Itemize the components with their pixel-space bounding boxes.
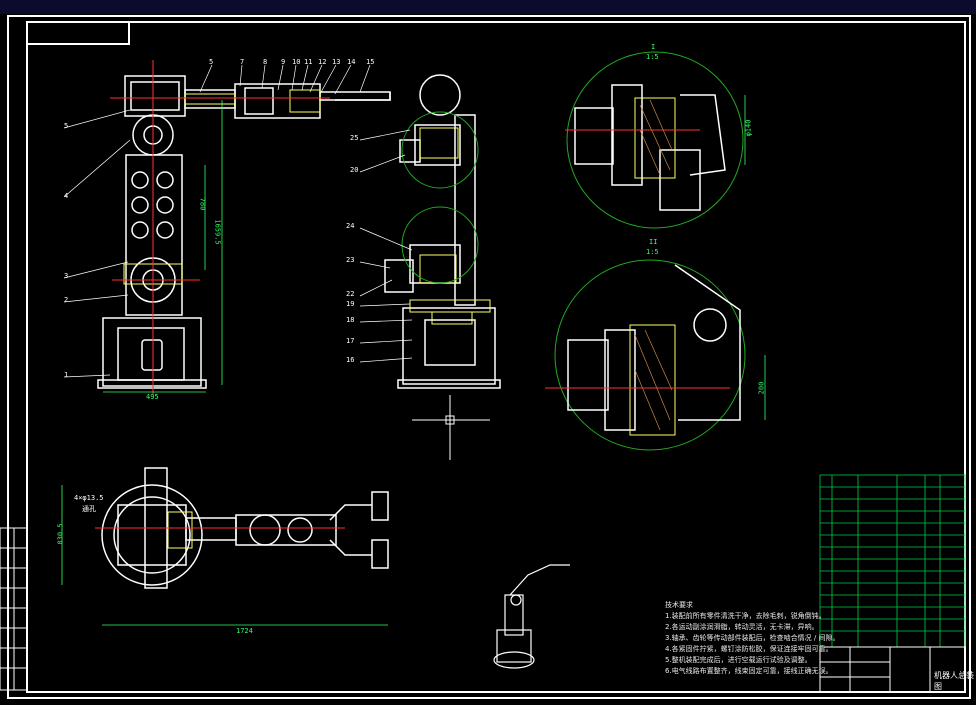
part-label-top: 10 bbox=[292, 58, 301, 66]
part-label-mid: 22 bbox=[346, 290, 355, 298]
part-label-mid: 16 bbox=[346, 356, 355, 364]
leader-lines-top bbox=[199, 64, 371, 95]
sheet-inner-border bbox=[26, 21, 966, 693]
sheet-outer-border bbox=[7, 15, 971, 699]
tech-note: 1.装配前所有零件清洗干净，去除毛刺，锐角倒钝。 bbox=[665, 612, 826, 620]
leader-lines-left bbox=[63, 109, 131, 378]
tech-note: 6.电气线路布置整齐，线束固定可靠，接线正确无误。 bbox=[665, 667, 833, 675]
leader-lines-mid bbox=[359, 129, 413, 363]
part-label-5: 5 bbox=[64, 122, 69, 130]
title-block-name: 机器人总装图 bbox=[934, 671, 974, 691]
dimension-base-width: 495 bbox=[146, 393, 159, 401]
front-view-centerlines bbox=[110, 60, 330, 395]
side-view-accents bbox=[409, 127, 491, 325]
dimension-height-total: 1659.5 bbox=[213, 219, 222, 245]
part-label-top: 14 bbox=[347, 58, 356, 66]
isometric-view-robot bbox=[493, 564, 570, 669]
detail-view-ii bbox=[545, 259, 766, 451]
detail-ii-scale: 1:5 bbox=[646, 248, 659, 256]
detail-ii-dimension: 200 bbox=[757, 381, 766, 395]
tech-note: 4.各紧固件拧紧，螺钉涂防松胶，保证连接牢固可靠。 bbox=[665, 645, 833, 653]
part-label-mid: 23 bbox=[346, 256, 355, 264]
detail-i-scale: 1:5 bbox=[646, 53, 659, 61]
part-label-mid: 19 bbox=[346, 300, 355, 308]
tech-note: 2.各运动副涂润滑脂，转动灵活，无卡滞，异响。 bbox=[665, 623, 819, 631]
dimension-height-small: 780 bbox=[198, 197, 207, 211]
part-label-mid: 20 bbox=[350, 166, 359, 174]
front-view-dimensions bbox=[103, 100, 223, 393]
side-view-detail-circles bbox=[401, 111, 479, 284]
window-title-bar bbox=[0, 0, 976, 14]
part-label-top: 11 bbox=[304, 58, 313, 66]
dimension-plan-depth: 830.5 bbox=[56, 523, 65, 545]
part-label-1: 1 bbox=[64, 371, 69, 379]
technical-requirements: 技术要求 1.装配前所有零件清洗干净，去除毛刺，锐角倒钝。 2.各运动副涂润滑脂… bbox=[665, 600, 840, 677]
detail-i-dimension: φ140 bbox=[744, 119, 753, 137]
part-label-mid: 18 bbox=[346, 316, 355, 324]
tech-note: 5.整机装配完成后，进行空载运行试验及调整。 bbox=[665, 656, 812, 664]
part-label-mid: 24 bbox=[346, 222, 355, 230]
part-label-3: 3 bbox=[64, 272, 69, 280]
left-revision-strip bbox=[0, 527, 28, 691]
tech-note: 3.轴承、齿轮等传动部件装配后，检查啮合情况 / 间隙。 bbox=[665, 634, 840, 642]
plan-view-dimensions bbox=[61, 485, 388, 626]
detail-ii-letter: II bbox=[649, 238, 658, 246]
part-label-top: 13 bbox=[332, 58, 341, 66]
detail-i-letter: I bbox=[651, 43, 656, 51]
drawing-number-box bbox=[26, 21, 130, 45]
tech-notes-heading: 技术要求 bbox=[665, 601, 693, 609]
part-label-top: 5 bbox=[209, 58, 214, 66]
part-label-top: 9 bbox=[281, 58, 286, 66]
plan-view-robot bbox=[101, 467, 389, 589]
side-view-robot bbox=[384, 74, 501, 389]
part-label-4: 4 bbox=[64, 192, 69, 200]
part-label-top: 8 bbox=[263, 58, 268, 66]
bill-of-materials bbox=[819, 474, 966, 648]
part-label-mid: 25 bbox=[350, 134, 359, 142]
plan-hole-sub: 通孔 bbox=[82, 505, 96, 513]
part-label-top: 7 bbox=[240, 58, 245, 66]
part-label-mid: 17 bbox=[346, 337, 355, 345]
plan-view-accent bbox=[167, 511, 193, 549]
crosshair-cursor[interactable] bbox=[412, 395, 490, 460]
dimension-plan-width: 1724 bbox=[236, 627, 253, 635]
plan-hole-note: 4×φ13.5 bbox=[74, 494, 104, 502]
part-label-top: 12 bbox=[318, 58, 327, 66]
part-label-2: 2 bbox=[64, 296, 69, 304]
detail-view-i bbox=[565, 51, 746, 229]
part-label-top: 15 bbox=[366, 58, 375, 66]
title-block bbox=[819, 646, 966, 693]
